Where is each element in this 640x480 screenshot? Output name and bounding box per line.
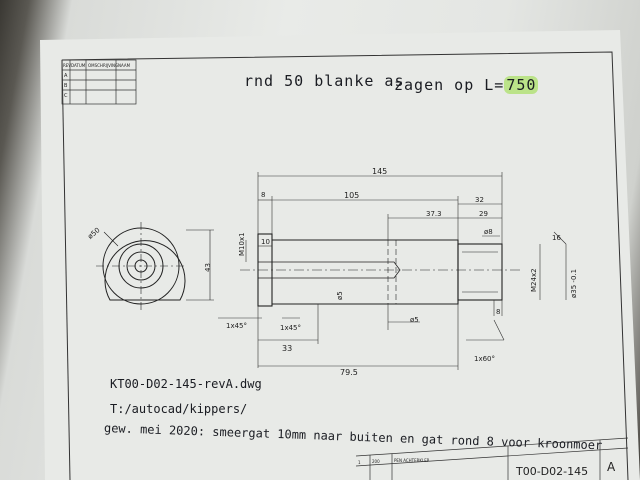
dimension-lines [218, 172, 567, 370]
dwg-path: T:/autocad/kippers/ [110, 402, 248, 416]
title-description: PEN ACHTERKLEP [394, 458, 430, 463]
dim-thread-top: M10x1 [238, 232, 246, 256]
drawing-frame-left [61, 59, 71, 480]
dim-dia-5-center: ø5 [336, 291, 344, 300]
dim-dia-5-bottom: ø5 [410, 316, 419, 324]
dim-16: 16 [552, 234, 561, 242]
end-view-dim: 43 [204, 263, 212, 272]
dim-overall-length: 145 [372, 167, 387, 176]
dim-10: 10 [261, 238, 270, 246]
saw-note-prefix: zagen op L= [394, 76, 505, 94]
dim-chamfer-left: 1x45° [226, 322, 247, 330]
title-drawing-no: T00-D02-145 [515, 465, 588, 478]
title-block [355, 437, 629, 480]
title-rev: A [607, 460, 616, 474]
rev-row-a: A [64, 73, 68, 79]
dim-chamfer-right: 1x60° [474, 355, 495, 363]
rev-row-b: B [64, 83, 68, 89]
rev-header-desc: OMSCHRIJVING [88, 63, 118, 68]
material-note: rnd 50 blanke as [244, 72, 405, 90]
title-qty: 200 [372, 459, 380, 464]
rev-header-date: DATUM [71, 63, 86, 68]
dim-chamfer-mid: 1x45° [280, 324, 301, 332]
revision-table [61, 59, 137, 105]
dim-33: 33 [282, 344, 292, 353]
end-view [96, 222, 214, 310]
dim-37-3: 37.3 [426, 210, 442, 218]
saw-note: zagen op L=750 [394, 76, 539, 94]
dim-79-5: 79.5 [340, 368, 358, 377]
rev-row-c: C [64, 93, 68, 99]
saw-length-highlight: 750 [504, 76, 539, 94]
rev-header-rev: REV [63, 63, 71, 68]
side-view [240, 233, 520, 307]
dim-dia-35: ø35 -0.1 [570, 269, 578, 298]
dim-32: 32 [475, 196, 484, 204]
dim-8: 8 [261, 191, 265, 199]
drawing-frame [61, 51, 629, 480]
paper-sheet [40, 30, 640, 480]
dim-29: 29 [479, 210, 488, 218]
title-item-no: 1 [358, 460, 361, 465]
dim-dia-8: ø8 [484, 228, 493, 236]
dwg-filename: KT00-D02-145-revA.dwg [110, 377, 262, 391]
dim-thread-right: M24x2 [530, 268, 538, 292]
dim-8-bottom: 8 [496, 308, 500, 316]
rev-header-name: NAAM [118, 63, 131, 68]
dim-105: 105 [344, 191, 359, 200]
